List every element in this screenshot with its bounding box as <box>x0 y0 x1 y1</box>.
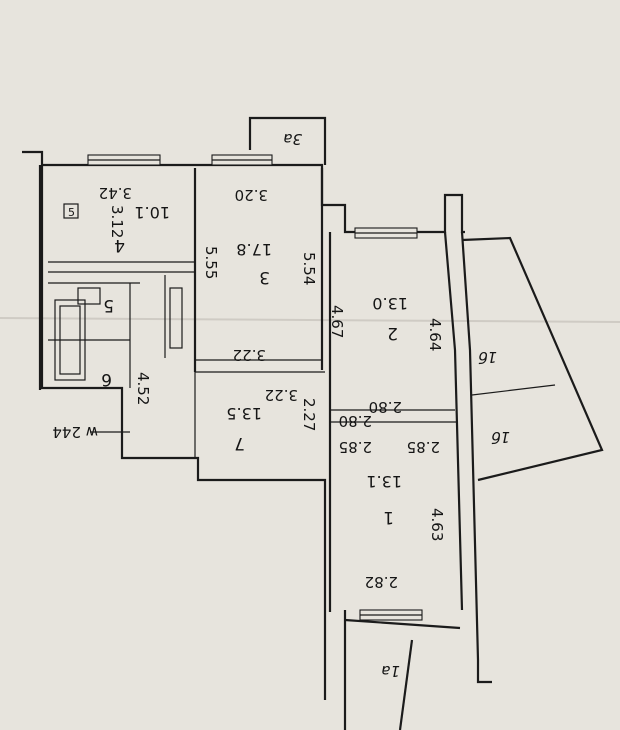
stove-symbol: 5 <box>68 206 75 219</box>
toilet <box>77 287 101 305</box>
dim-3-22-top: 3.22 <box>233 346 266 364</box>
room-4-area: 10.1 <box>134 203 170 222</box>
wall-label: w 244 <box>52 423 98 441</box>
dim-3-42: 3.42 <box>99 184 132 202</box>
bathtub-inner <box>59 305 81 375</box>
room-2-area: 13.0 <box>372 294 408 313</box>
room-2-number: 2 <box>387 323 398 343</box>
paper-fold-line <box>0 317 620 323</box>
room-3-area: 17.8 <box>236 240 272 259</box>
room-3-number: 3 <box>259 267 270 287</box>
annex-1b-top: 1б <box>478 348 497 366</box>
dim-5-54: 5.54 <box>300 252 318 285</box>
dim-2-80-top: 2.80 <box>369 398 402 416</box>
bathtub <box>54 299 86 381</box>
labels: 4 10.1 3.42 3.12 3.20 3 17.8 5.55 5.54 3… <box>52 130 510 680</box>
dim-5-55: 5.55 <box>202 246 220 279</box>
room-6-number: 6 <box>101 369 112 389</box>
dim-4-67: 4.67 <box>328 305 346 338</box>
dim-2-27: 2.27 <box>300 398 318 431</box>
room-7-area: 13.5 <box>226 404 262 423</box>
windows <box>87 154 423 621</box>
dim-2-82: 2.82 <box>365 573 398 591</box>
dim-3-12: 3.12 <box>108 205 126 238</box>
dim-2-85-left: 2.85 <box>339 438 372 456</box>
stove-icon <box>63 203 79 219</box>
annex-1a: 1a <box>381 662 400 680</box>
room-4-number: 4 <box>114 235 125 255</box>
shaft <box>169 287 183 349</box>
dim-4-63: 4.63 <box>428 508 446 541</box>
dim-3-20: 3.20 <box>235 186 268 204</box>
dim-3-22-bottom: 3.22 <box>265 386 298 404</box>
dim-2-85-right: 2.85 <box>407 438 440 456</box>
room-7-number: 7 <box>234 433 245 453</box>
fixtures: 5 <box>54 203 183 381</box>
annex-1b-bottom: 1б <box>491 428 510 446</box>
dim-2-80-bottom: 2.80 <box>339 412 372 430</box>
walls <box>22 116 604 730</box>
annex-3a: 3a <box>283 130 302 148</box>
dim-4-64: 4.64 <box>426 318 444 351</box>
room-1-number: 1 <box>383 507 394 527</box>
room-5-number: 5 <box>103 295 114 315</box>
dim-4-52: 4.52 <box>134 372 152 405</box>
room-1-area: 13.1 <box>366 472 402 491</box>
